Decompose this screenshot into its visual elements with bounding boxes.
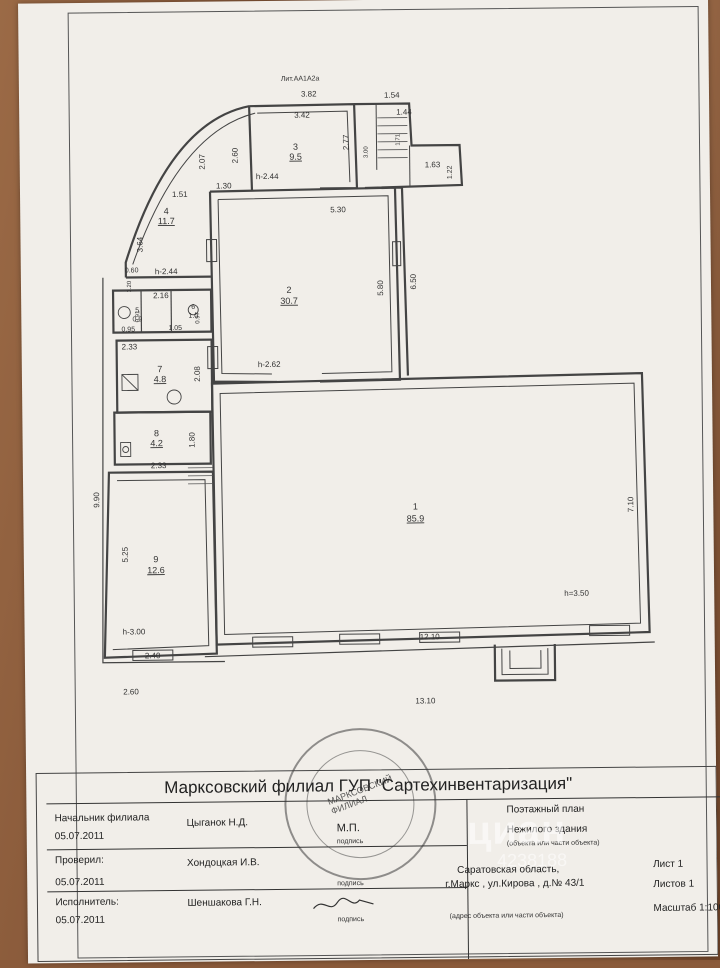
address-line-2: г.Маркс , ул.Кирова , д.№ 43/1 — [445, 878, 584, 890]
room-number: 4 — [164, 206, 169, 216]
dim-label: 2.33 — [122, 342, 138, 351]
dim-label: 7.10 — [626, 496, 635, 512]
signature-caption: подпись — [337, 838, 364, 845]
room-number: 1 — [413, 501, 418, 511]
dim-label: 1.63 — [425, 160, 441, 169]
role-label: Исполнитель: — [55, 897, 119, 909]
room-area: 30.7 — [280, 296, 298, 306]
dim-label: 2.08 — [193, 366, 202, 382]
room-number: 5 — [135, 307, 139, 314]
room-area: 4.2 — [150, 438, 163, 448]
watermark-id: 4238188 — [497, 850, 567, 872]
title-block: Марксовский филиал ГУП "Сартехинвентариз… — [46, 761, 688, 968]
room-area: 9.5 — [289, 152, 302, 162]
dim-label: h-2.44 — [155, 267, 178, 276]
dim-label: 1.05 — [168, 325, 182, 332]
handwritten-signature — [309, 892, 379, 917]
dim-label: 0.95 — [121, 326, 135, 333]
dim-label: 5.25 — [121, 546, 130, 562]
room-area: 85.9 — [407, 513, 425, 523]
dim-label: 1.30 — [216, 181, 232, 190]
dim-label: 6.50 — [409, 273, 418, 289]
person-name: Хондоцкая И.В. — [187, 857, 260, 869]
plan-header: Лит.АА1А2а — [281, 75, 320, 82]
room-number: 3 — [293, 142, 298, 152]
mp-label: М.П. — [337, 822, 360, 834]
room-number: 7 — [157, 364, 162, 374]
person-name: Шеншакова Г.Н. — [187, 897, 262, 909]
dim-label: h-3.00 — [123, 627, 146, 636]
dim-label: 5.80 — [376, 280, 385, 296]
room-number: 6 — [191, 304, 195, 311]
floor-plan-sheet: Лит.АА1А2а 3.82 3.42 1.54 1.44 2.77 3.00… — [18, 0, 718, 964]
address-caption: (адрес объекта или части объекта) — [450, 912, 564, 920]
dim-label: 2.60 — [123, 687, 139, 696]
dim-label: h-2.62 — [258, 360, 281, 369]
room-number: 8 — [154, 428, 159, 438]
room-area: 11.7 — [158, 216, 175, 226]
dim-label: 1.51 — [172, 190, 188, 199]
dim-label: 3.00 — [364, 146, 370, 158]
room-area: 12.6 — [147, 565, 165, 575]
dim-label: 1.20 — [127, 280, 133, 292]
role-label: Проверил: — [55, 855, 104, 867]
dim-label: 5.30 — [330, 205, 346, 214]
signature-caption: подпись — [338, 916, 365, 923]
scale-label: Масштаб 1:100 — [653, 902, 720, 914]
dim-label: 1.22 — [447, 165, 454, 179]
dim-label: 2.77 — [341, 134, 350, 150]
dim-label: 13.10 — [415, 696, 436, 705]
sheet-number: Лист 1 — [653, 859, 683, 870]
dim-label: 2.60 — [231, 147, 240, 163]
signature-date: 05.07.2011 — [55, 831, 104, 843]
signature-date: 05.07.2011 — [56, 915, 105, 927]
dim-label: 2.16 — [153, 291, 169, 300]
dim-label: 2.40 — [145, 651, 161, 660]
dim-label: 9.90 — [92, 492, 101, 508]
room-area: 0.9 — [132, 316, 142, 323]
dim-label: 1.71 — [395, 133, 401, 145]
organization-name: Марксовский филиал ГУП "Сартехинвентариз… — [164, 774, 572, 798]
dim-label: 1.80 — [188, 432, 197, 448]
role-label: Начальник филиала — [54, 812, 149, 824]
dim-label: 2.33 — [151, 461, 167, 470]
room-number: 9 — [153, 554, 158, 564]
room-number: 2 — [286, 285, 291, 295]
signature-caption: подпись — [337, 880, 364, 887]
sheet-count: Листов 1 — [653, 879, 694, 890]
room-area: 1.0 — [188, 313, 198, 320]
room-area: 4.8 — [154, 374, 167, 384]
dim-label: 3.64 — [135, 236, 144, 252]
signature-date: 05.07.2011 — [55, 877, 104, 889]
dim-label: 12.10 — [420, 632, 441, 641]
watermark-brand: циан — [466, 808, 566, 854]
dim-label: 2.07 — [198, 154, 207, 170]
dim-label: 0.60 — [125, 267, 139, 274]
dim-label: 3.82 — [301, 89, 317, 98]
dim-label: 3.42 — [294, 111, 310, 120]
person-name: Цыганок Н.Д. — [187, 817, 248, 829]
dim-label: 1.44 — [396, 107, 412, 116]
dim-label: 1.54 — [384, 91, 400, 100]
dim-label: h-2.44 — [256, 172, 279, 181]
dim-label: h=3.50 — [564, 589, 589, 598]
